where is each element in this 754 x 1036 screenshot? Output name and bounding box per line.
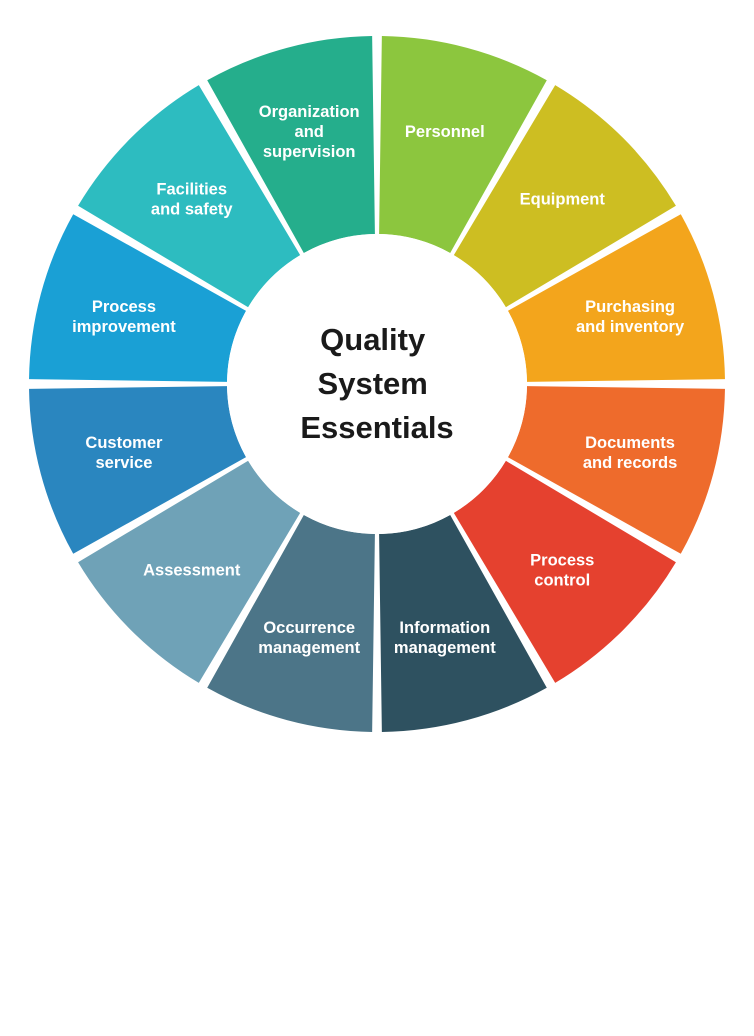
segment-label-equipment: Equipment [520,191,606,209]
segment-label-information-management: Information management [394,619,496,657]
segment-organization-and-supervision: Organization and supervision [207,36,375,254]
segment-label-process-improvement: Process improvement [72,298,176,336]
segment-label-purchasing-and-inventory: Purchasing and inventory [576,298,685,336]
segment-label-line: management [258,639,360,657]
segment-label-line: and [295,123,324,141]
segment-label-line: Customer [85,434,163,452]
segment-label-line: Assessment [143,561,241,579]
segment-label-line: Information [399,619,490,637]
segment-label-line: and records [583,454,677,472]
center-title-line-2: System [318,366,428,401]
segment-label-line: service [95,454,152,472]
segment-label-facilities-and-safety: Facilities and safety [151,181,233,219]
segment-label-occurrence-management: Occurrence management [258,619,360,657]
segment-label-line: Personnel [405,123,485,141]
segment-label-line: and inventory [576,318,685,336]
segment-label-organization-and-supervision: Organization and supervision [259,103,360,161]
segment-label-line: Purchasing [585,298,675,316]
segment-customer-service: Customer service [29,386,247,554]
segment-personnel: Personnel [379,36,547,254]
segment-shape-assessment [78,460,301,683]
center-title-line-1: Quality [320,322,426,357]
segment-facilities-and-safety: Facilities and safety [78,85,301,308]
segment-shape-equipment [453,85,676,308]
segment-label-customer-service: Customer service [85,434,163,472]
segment-label-line: Facilities [156,181,227,199]
segment-label-process-control: Process control [530,551,594,589]
center-title: Quality System Essentials [300,322,453,445]
segment-label-line: Organization [259,103,360,121]
segment-shape-personnel [379,36,547,254]
segment-purchasing-and-inventory: Purchasing and inventory [507,214,725,382]
segment-process-improvement: Process improvement [29,214,247,382]
segment-occurrence-management: Occurrence management [207,514,375,732]
segment-assessment: Assessment [78,460,301,683]
segment-label-assessment: Assessment [143,561,241,579]
segment-shape-customer-service [29,386,247,554]
segment-label-line: Process [530,551,594,569]
segment-label-line: and safety [151,201,233,219]
segment-label-line: Equipment [520,191,606,209]
segment-shape-documents-and-records [507,386,725,554]
segment-shape-process-improvement [29,214,247,382]
segment-label-line: improvement [72,318,176,336]
segment-label-line: supervision [263,143,356,161]
segment-shape-information-management [379,514,547,732]
center-title-line-3: Essentials [300,410,453,445]
segment-shape-organization-and-supervision [207,36,375,254]
segment-equipment: Equipment [453,85,676,308]
segment-label-line: Occurrence [263,619,355,637]
segment-label-documents-and-records: Documents and records [583,434,677,472]
segment-label-line: Documents [585,434,675,452]
segment-label-personnel: Personnel [405,123,485,141]
segment-shape-process-control [453,460,676,683]
segment-information-management: Information management [379,514,547,732]
segment-process-control: Process control [453,460,676,683]
segment-shape-purchasing-and-inventory [507,214,725,382]
segment-label-line: Process [92,298,156,316]
segment-label-line: management [394,639,496,657]
center-disc [227,234,527,534]
segment-documents-and-records: Documents and records [507,386,725,554]
segment-shape-occurrence-management [207,514,375,732]
segment-shape-facilities-and-safety [78,85,301,308]
segment-label-line: control [534,571,590,589]
